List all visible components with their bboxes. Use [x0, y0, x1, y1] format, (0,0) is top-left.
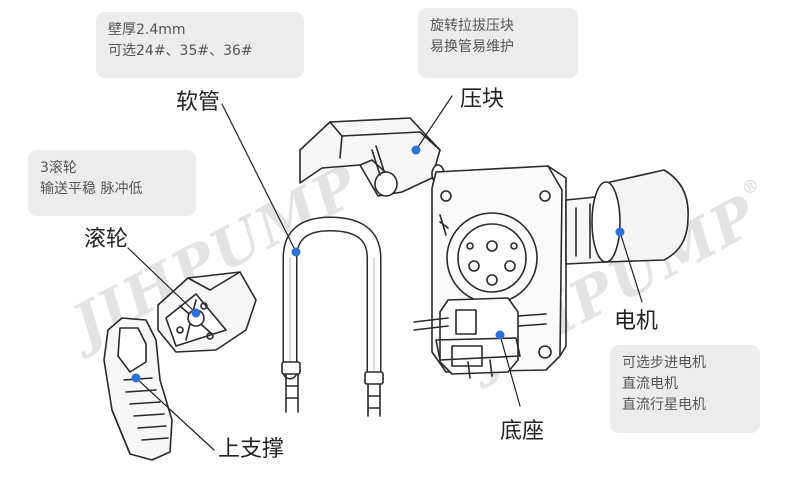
leader-lines: [127, 95, 643, 451]
note-motor-line-3: 直流行星电机: [622, 397, 706, 413]
press-block-drawing: [299, 117, 445, 197]
note-block-line-1: 旋转拉拔压块: [430, 18, 514, 34]
motor-marker: [615, 227, 625, 237]
base-drawing: [413, 297, 547, 379]
base-marker: [495, 330, 505, 340]
label-motor: 电机: [614, 309, 659, 334]
label-base: 底座: [500, 419, 545, 444]
note-rollers-line-2: 输送平稳 脉冲低: [40, 181, 143, 197]
upper-support-drawing: [103, 317, 173, 461]
note-wall-line-1: 壁厚2.4mm: [108, 22, 186, 38]
label-upper-support: 上支撑: [218, 437, 285, 462]
roller-drawing: [157, 271, 257, 353]
note-press-block: 旋转拉拔压块 易换管易维护: [418, 8, 578, 78]
note-wall-line-2: 可选24#、35#、36#: [108, 43, 253, 59]
part-markers: [131, 145, 625, 383]
note-motor-options: 可选步进电机 直流电机 直流行星电机: [610, 345, 760, 433]
note-motor-line-2: 直流电机: [622, 376, 678, 392]
note-rollers: 3滚轮 输送平稳 脉冲低: [28, 150, 196, 216]
label-roller: 滚轮: [84, 227, 129, 252]
tube-marker: [291, 247, 301, 257]
label-tube: 软管: [176, 90, 221, 115]
label-press-block: 压块: [460, 87, 505, 112]
note-block-line-2: 易换管易维护: [430, 39, 514, 55]
upper-support-marker: [131, 373, 141, 383]
note-rollers-line-1: 3滚轮: [40, 160, 77, 176]
roller-marker: [191, 308, 201, 318]
motor-drawing: [565, 169, 689, 265]
note-motor-line-1: 可选步进电机: [622, 355, 706, 371]
press-block-marker: [411, 145, 421, 155]
note-wall-thickness: 壁厚2.4mm 可选24#、35#、36#: [96, 12, 304, 78]
